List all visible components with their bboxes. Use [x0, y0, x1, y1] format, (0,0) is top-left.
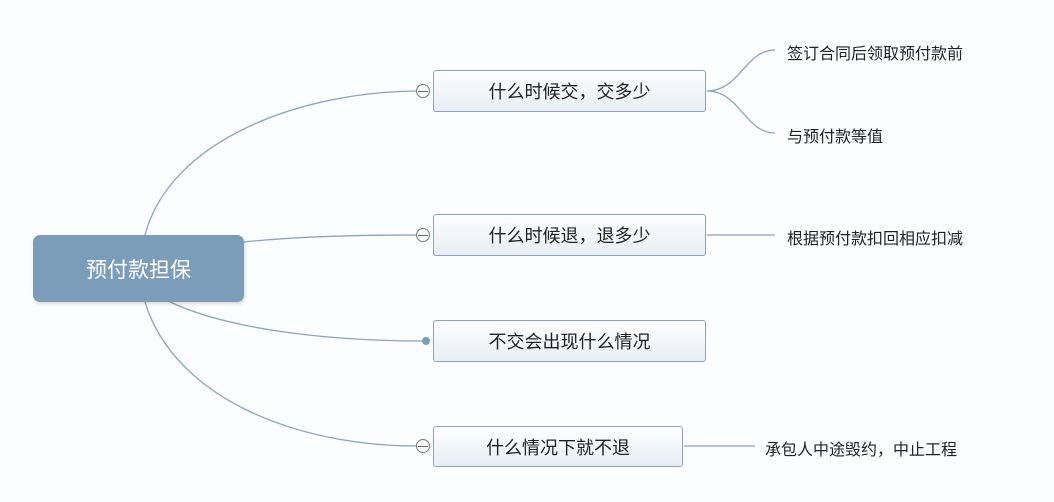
root-label: 预付款担保	[86, 257, 191, 282]
connector-root-topic-1	[144, 90, 417, 236]
collapse-toggle-icon[interactable]	[416, 228, 430, 242]
topic-node-2[interactable]: 什么时候退，退多少	[433, 214, 706, 256]
connector-root-topic-4	[144, 301, 417, 447]
collapse-toggle-icon[interactable]	[416, 84, 430, 98]
leaf-node[interactable]: 根据预付款扣回相应扣减	[787, 229, 964, 248]
topic-node-3[interactable]: 不交会出现什么情况	[433, 320, 706, 362]
topic-label: 什么时候退，退多少	[488, 226, 651, 247]
connector-topic-1-leaf-2	[706, 90, 776, 134]
topic-node-4[interactable]: 什么情况下就不退	[433, 426, 683, 467]
collapse-toggle-icon[interactable]	[416, 439, 430, 453]
leaf-node[interactable]: 与预付款等值	[787, 127, 884, 146]
connector-root-topic-2	[243, 234, 417, 243]
leaf-node[interactable]: 承包人中途毁约，中止工程	[765, 440, 958, 459]
connector-root-topic-3	[169, 301, 426, 342]
topic-node-1[interactable]: 什么时候交，交多少	[433, 70, 706, 112]
topic-label: 不交会出现什么情况	[488, 332, 651, 353]
connector-dot-icon	[422, 337, 430, 345]
topic-label: 什么情况下就不退	[486, 437, 630, 459]
root-node[interactable]: 预付款担保	[33, 235, 244, 302]
leaf-node[interactable]: 签订合同后领取预付款前	[787, 44, 964, 63]
connector-topic-1-leaf-1	[706, 49, 776, 92]
topic-label: 什么时候交，交多少	[488, 82, 651, 103]
